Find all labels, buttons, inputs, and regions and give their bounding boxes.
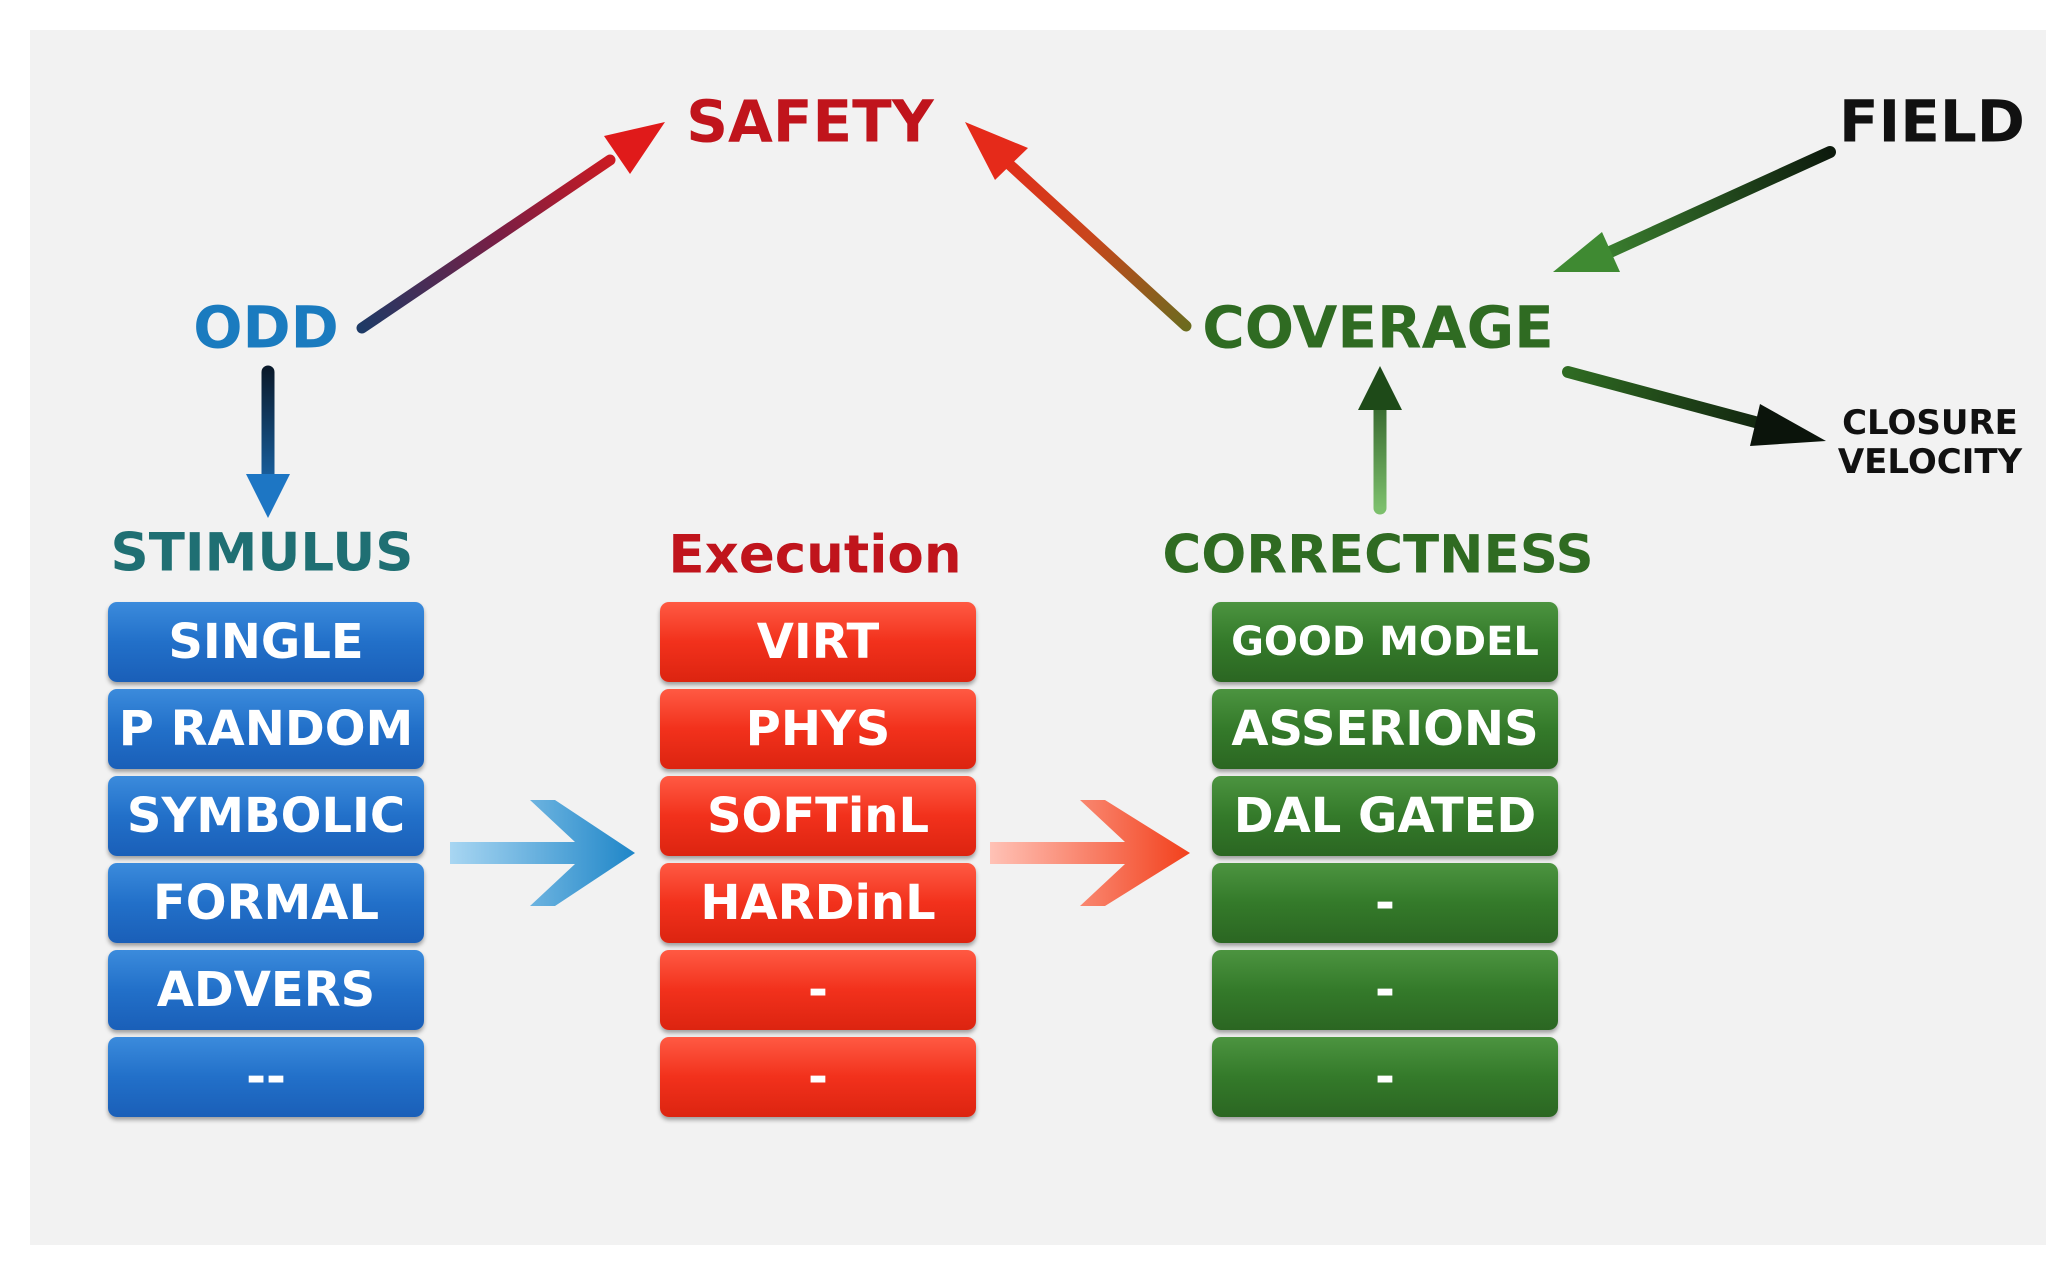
arrow-coverage-to-closure-velocity bbox=[1562, 366, 1826, 446]
correctness-item: ASSERIONS bbox=[1212, 689, 1558, 769]
execution-item: - bbox=[660, 950, 976, 1030]
execution-item: SOFTinL bbox=[660, 776, 976, 856]
stimulus-item: ADVERS bbox=[108, 950, 424, 1030]
header-stimulus: STIMULUS bbox=[110, 522, 414, 584]
stimulus-item: -- bbox=[108, 1037, 424, 1117]
execution-item: - bbox=[660, 1037, 976, 1117]
correctness-item: - bbox=[1212, 863, 1558, 943]
node-safety: SAFETY bbox=[686, 87, 934, 156]
node-field: FIELD bbox=[1839, 87, 2025, 156]
arrow-odd-to-safety bbox=[356, 122, 665, 334]
correctness-item: DAL GATED bbox=[1212, 776, 1558, 856]
correctness-item: GOOD MODEL bbox=[1212, 602, 1558, 682]
header-execution: Execution bbox=[668, 524, 962, 586]
execution-item: PHYS bbox=[660, 689, 976, 769]
correctness-stack: GOOD MODEL ASSERIONS DAL GATED - - - bbox=[1212, 602, 1558, 1124]
arrow-execution-to-correctness bbox=[990, 800, 1190, 906]
stimulus-item: FORMAL bbox=[108, 863, 424, 943]
node-closure-velocity: CLOSURE VELOCITY bbox=[1837, 402, 2023, 482]
arrow-stimulus-to-execution bbox=[450, 800, 635, 906]
node-coverage: COVERAGE bbox=[1202, 293, 1554, 362]
node-odd: ODD bbox=[193, 293, 339, 362]
arrow-correctness-to-coverage bbox=[1358, 366, 1402, 515]
arrow-odd-to-stimulus bbox=[246, 365, 290, 518]
correctness-item: - bbox=[1212, 1037, 1558, 1117]
stimulus-stack: SINGLE P RANDOM SYMBOLIC FORMAL ADVERS -… bbox=[108, 602, 424, 1124]
stimulus-item: SINGLE bbox=[108, 602, 424, 682]
arrow-field-to-coverage bbox=[1553, 146, 1836, 272]
correctness-item: - bbox=[1212, 950, 1558, 1030]
header-correctness: CORRECTNESS bbox=[1162, 524, 1594, 586]
arrow-coverage-to-safety bbox=[965, 122, 1192, 332]
stimulus-item: SYMBOLIC bbox=[108, 776, 424, 856]
stimulus-item: P RANDOM bbox=[108, 689, 424, 769]
execution-stack: VIRT PHYS SOFTinL HARDinL - - bbox=[660, 602, 976, 1124]
execution-item: VIRT bbox=[660, 602, 976, 682]
execution-item: HARDinL bbox=[660, 863, 976, 943]
